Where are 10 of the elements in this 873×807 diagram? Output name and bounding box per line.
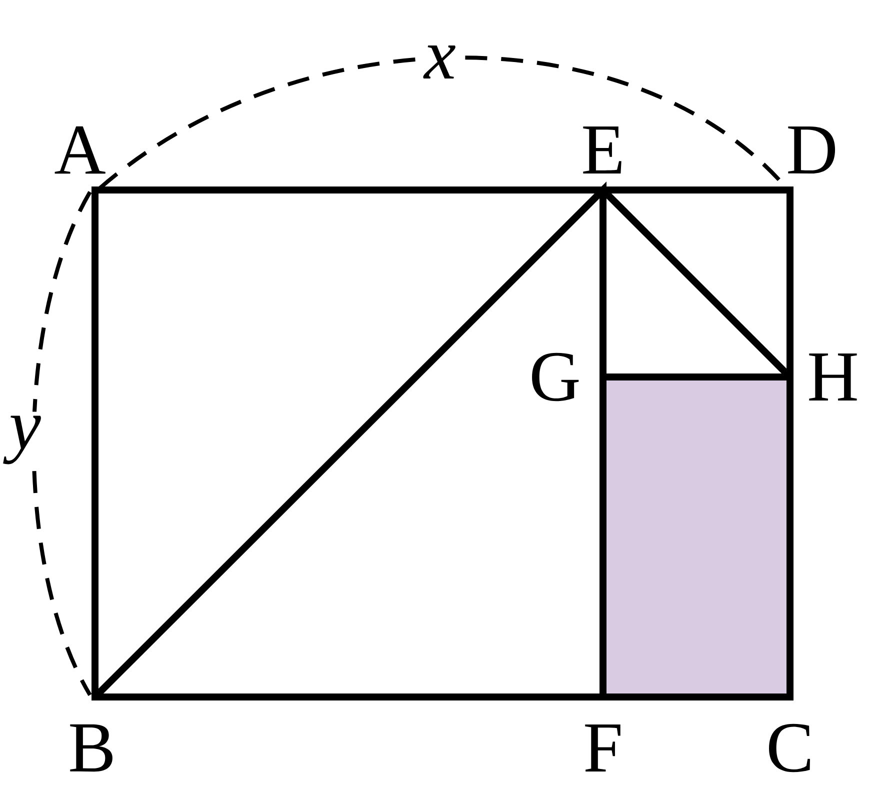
point-label: G xyxy=(532,352,579,402)
point-label: y xyxy=(3,412,45,468)
point-label: x xyxy=(420,42,460,82)
point-label: H xyxy=(809,354,857,400)
point-label: E xyxy=(583,126,622,174)
point-label: B xyxy=(70,724,112,772)
point-label: F xyxy=(585,724,620,772)
point-label: A xyxy=(54,126,106,174)
point-label: D xyxy=(788,126,836,174)
point-label: C xyxy=(769,724,810,772)
